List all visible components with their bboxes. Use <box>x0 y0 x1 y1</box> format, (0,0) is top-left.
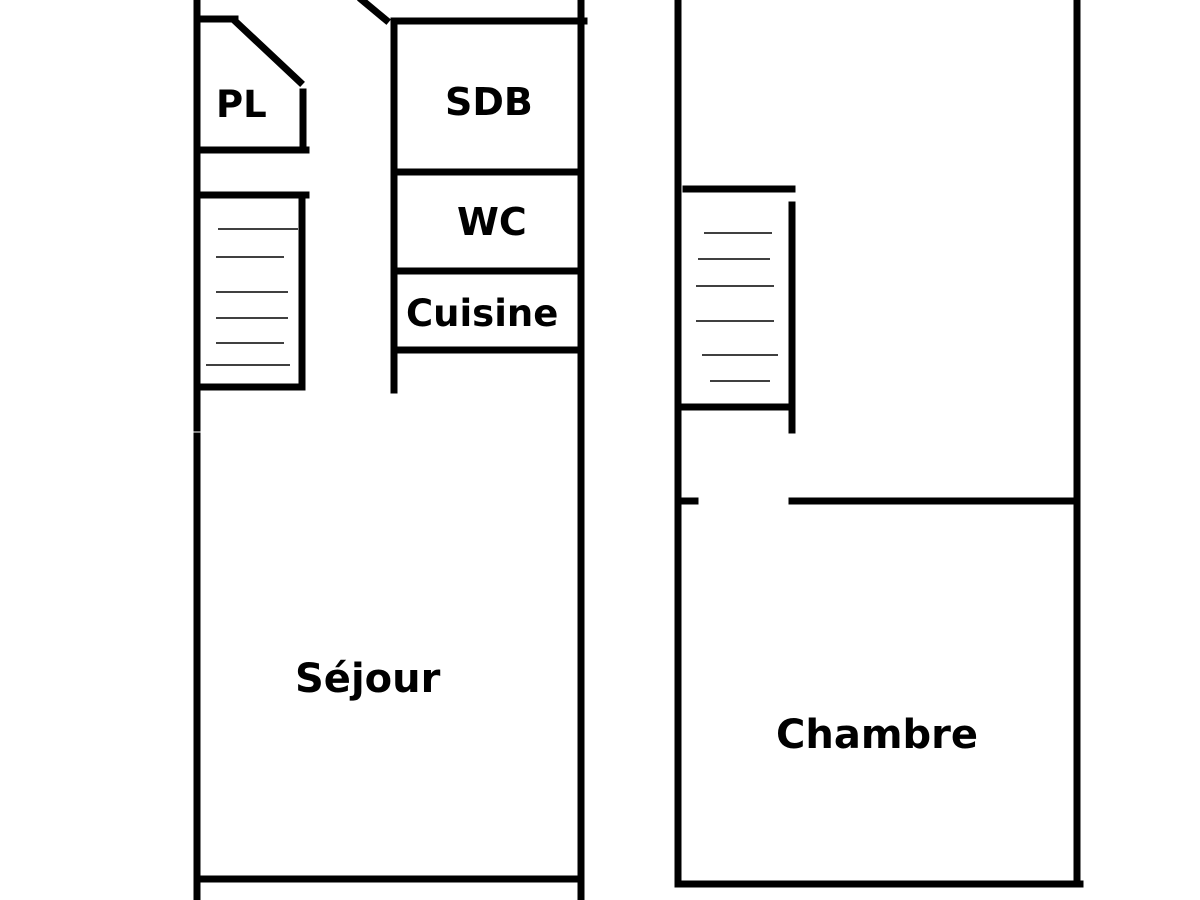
room-label-cuisine: Cuisine <box>406 292 559 335</box>
upper-floor-staircase <box>696 232 778 382</box>
room-label-sejour: Séjour <box>295 656 441 702</box>
room-label-wc: WC <box>457 200 527 244</box>
room-label-sdb: SDB <box>445 80 533 124</box>
pl-door-swing <box>230 16 305 87</box>
ground-floor-walls <box>193 0 588 900</box>
upper-floor-walls <box>674 0 1084 888</box>
room-label-pl: PL <box>216 83 267 126</box>
entrance-door-swing <box>357 0 391 25</box>
room-label-chambre: Chambre <box>776 712 978 758</box>
ground-floor-staircase <box>206 228 298 366</box>
ground-floor-plan <box>193 0 588 900</box>
upper-floor-plan <box>674 0 1084 888</box>
